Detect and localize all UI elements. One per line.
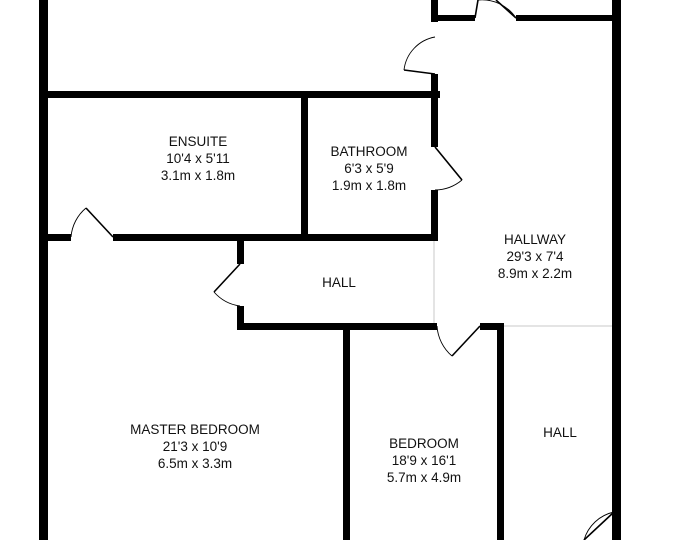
room-dimensions-imperial: 29'3 x 7'4: [507, 249, 564, 264]
wall-master-bedroom-bedroom: [343, 323, 350, 540]
room-bedroom: BEDROOM 18'9 x 16'1 5.7m x 4.9m: [387, 436, 461, 485]
room-name: HALLWAY: [504, 232, 566, 247]
room-ensuite: ENSUITE 10'4 x 5'11 3.1m x 1.8m: [161, 134, 235, 183]
door-ensuite[interactable]: [70, 207, 114, 238]
room-labels: ENSUITE 10'4 x 5'11 3.1m x 1.8m BATHROOM…: [130, 134, 577, 485]
room-hall-lower: HALL: [543, 425, 577, 440]
room-dimensions-metric: 3.1m x 1.8m: [161, 168, 235, 183]
wall-hallway-door-right: [480, 323, 504, 330]
room-master-bedroom: MASTER BEDROOM 21'3 x 10'9 6.5m x 3.3m: [130, 422, 260, 471]
room-name: ENSUITE: [169, 134, 228, 149]
door-top-right[interactable]: [474, 0, 517, 19]
room-name: HALL: [543, 425, 577, 440]
room-name: MASTER BEDROOM: [130, 422, 260, 437]
outer-wall-east: [612, 0, 621, 540]
wall-bathroom-east-upper: [431, 95, 438, 147]
wall-bedroom-hall: [497, 323, 504, 540]
room-dimensions-imperial: 18'9 x 16'1: [392, 453, 456, 468]
doors: [70, 0, 615, 540]
room-dimensions-metric: 6.5m x 3.3m: [158, 456, 232, 471]
room-dimensions-imperial: 6'3 x 5'9: [344, 161, 393, 176]
wall-top-stub-horizontal: [431, 15, 475, 21]
wall-ensuite-south-right: [113, 234, 438, 241]
door-hall-master[interactable]: [213, 263, 241, 307]
wall-ensuite-south-left: [39, 234, 71, 241]
room-hall-upper: HALL: [322, 275, 356, 290]
room-dimensions-metric: 1.9m x 1.8m: [332, 178, 406, 193]
room-name: BEDROOM: [389, 436, 459, 451]
door-hallway-lower[interactable]: [436, 325, 481, 357]
room-dimensions-metric: 8.9m x 2.2m: [498, 266, 572, 281]
walls: [39, 0, 621, 540]
wall-hall-west-lower: [237, 306, 244, 330]
wall-hallway-west-upper: [431, 74, 438, 98]
outer-wall-west: [39, 0, 48, 540]
room-hallway: HALLWAY 29'3 x 7'4 8.9m x 2.2m: [498, 232, 572, 281]
wall-bathroom-east-lower: [431, 190, 438, 240]
wall-ensuite-bathroom: [301, 95, 308, 240]
wall-top-stub: [431, 0, 438, 22]
room-name: BATHROOM: [331, 144, 408, 159]
room-dimensions-metric: 5.7m x 4.9m: [387, 470, 461, 485]
door-hallway-upper[interactable]: [403, 36, 436, 75]
wall-top-right-horizontal: [516, 15, 616, 21]
wall-hall-west-upper: [237, 234, 244, 264]
door-bathroom[interactable]: [434, 146, 463, 191]
room-bathroom: BATHROOM 6'3 x 5'9 1.9m x 1.8m: [331, 144, 408, 193]
door-bottom-right[interactable]: [583, 511, 615, 540]
room-name: HALL: [322, 275, 356, 290]
wall-hall-south: [237, 323, 437, 330]
wall-top-room-south: [39, 91, 440, 98]
room-dimensions-imperial: 10'4 x 5'11: [166, 151, 229, 166]
room-dimensions-imperial: 21'3 x 10'9: [163, 439, 227, 454]
